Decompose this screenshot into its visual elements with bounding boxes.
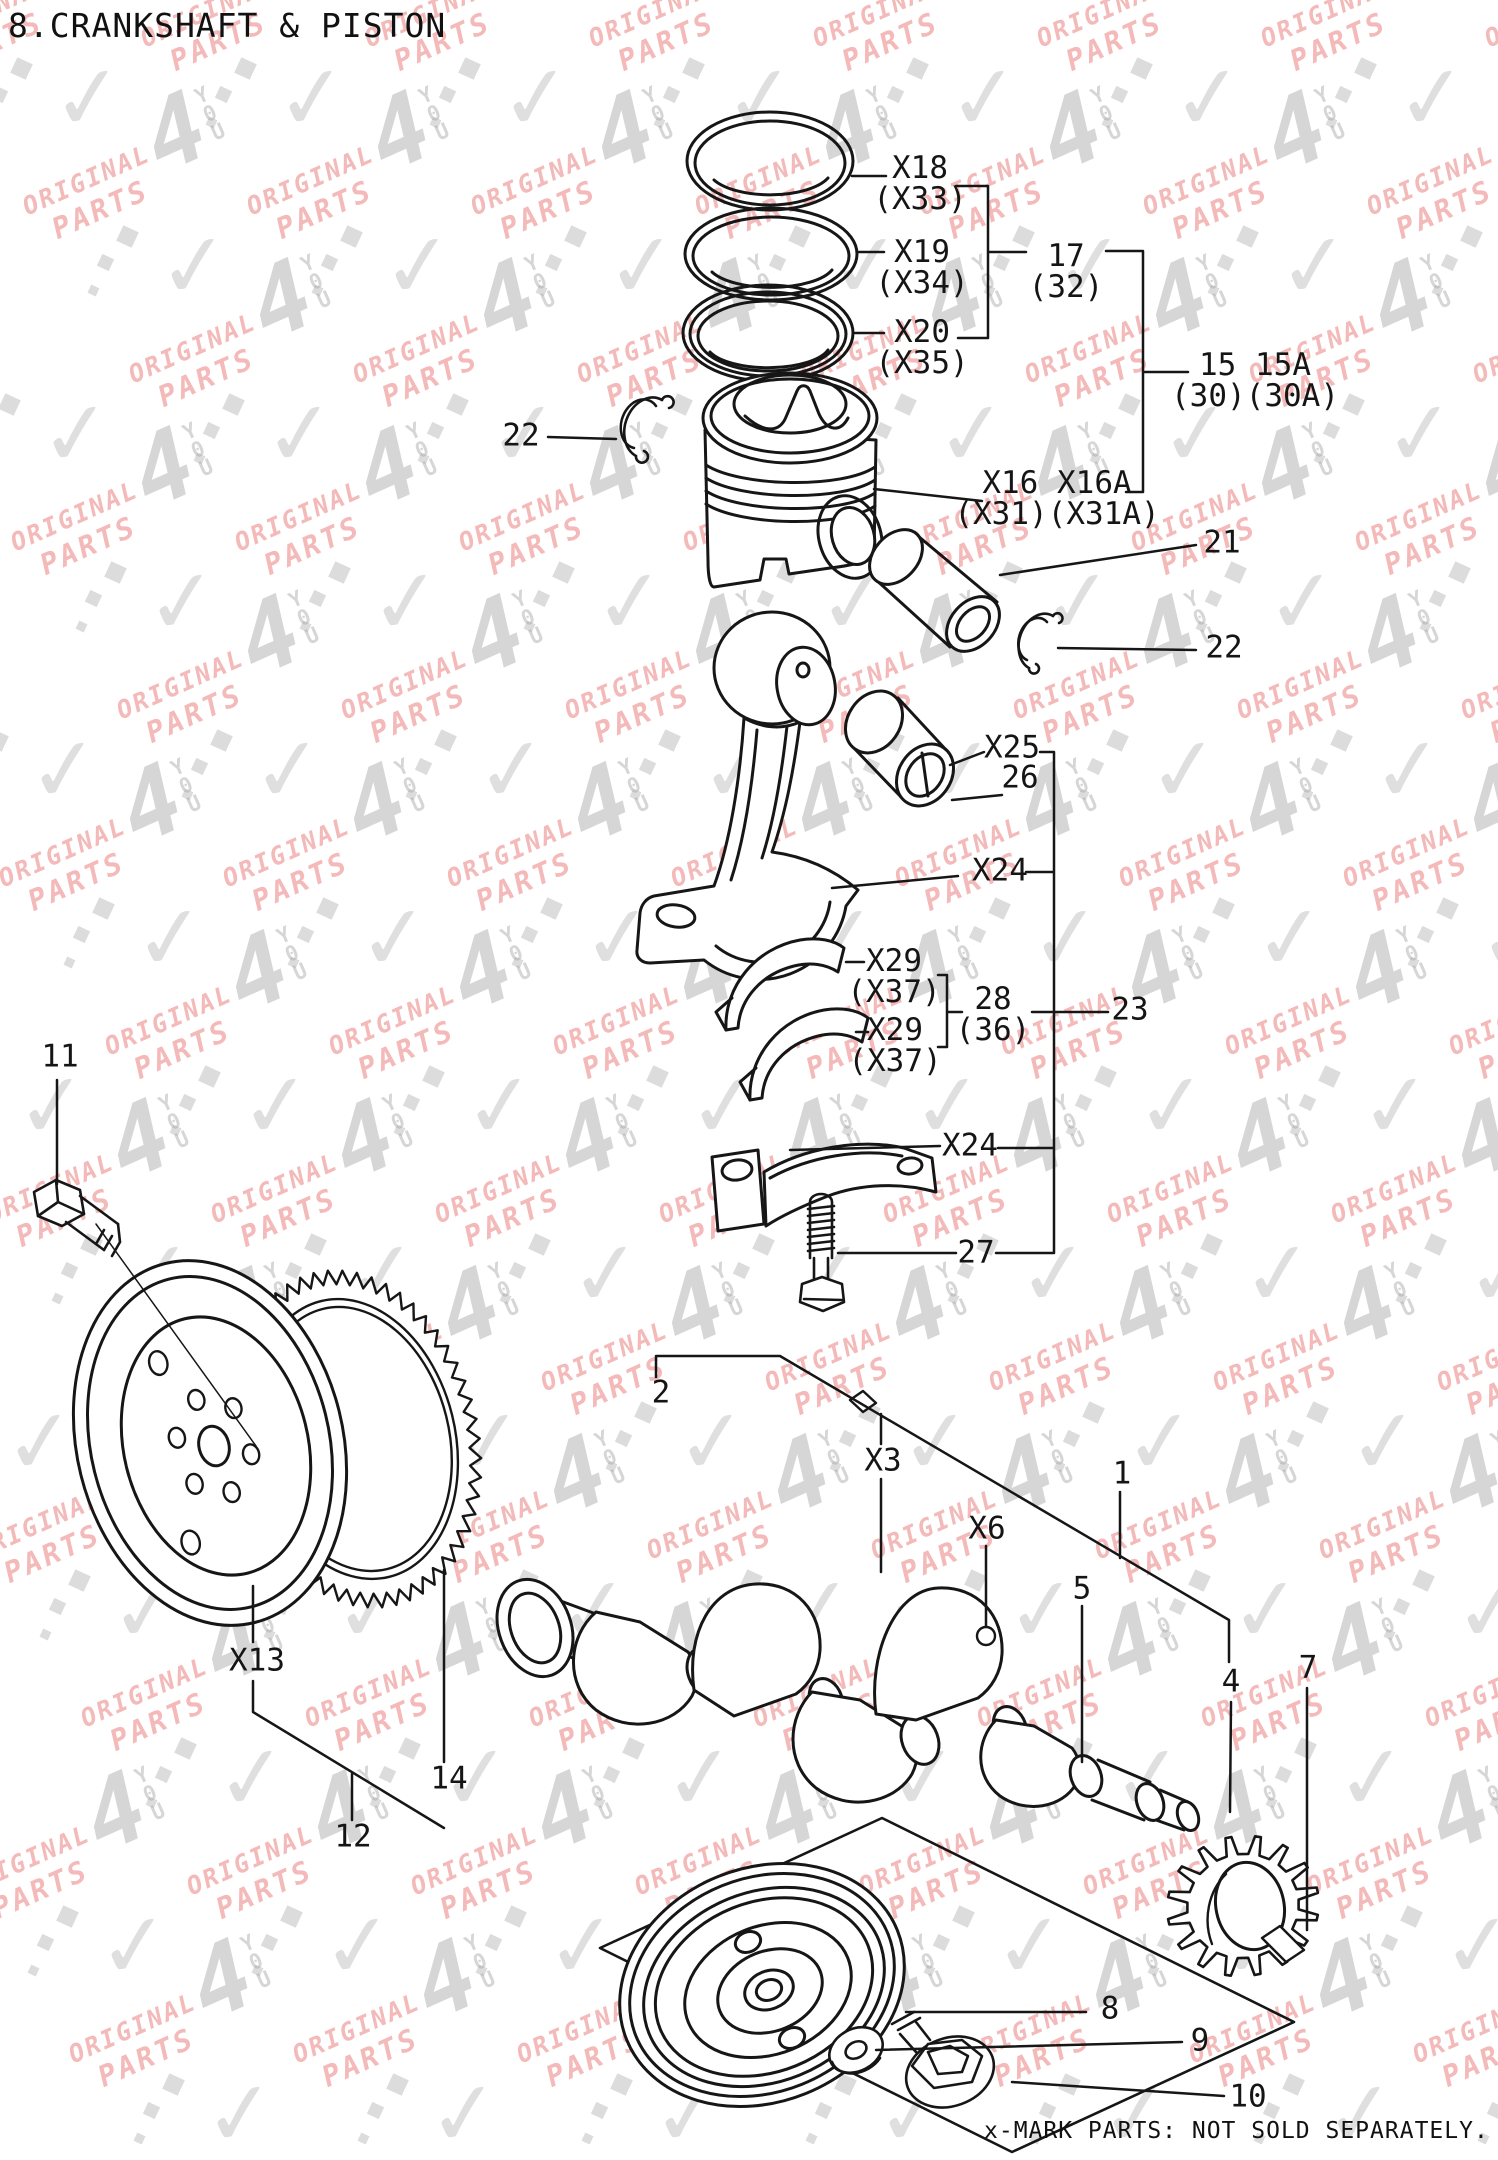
crank-gear-drawing bbox=[1166, 1835, 1320, 1977]
crankshaft-drawing bbox=[495, 1389, 1201, 1833]
part-label-21: 21 bbox=[1203, 524, 1241, 561]
panel-outline bbox=[598, 1816, 1296, 2154]
part-label-1: 1 bbox=[1112, 1455, 1132, 1492]
flywheel-drawing bbox=[71, 1259, 349, 1627]
part-label-x16: X16 X16A(X31)(X31A) bbox=[954, 465, 1160, 532]
part-label-5: 5 bbox=[1072, 1570, 1092, 1607]
part-label-x24b: X24 bbox=[942, 1127, 998, 1164]
part-label-17: 17(32) bbox=[1028, 238, 1104, 305]
piston-pin-drawing bbox=[868, 528, 1001, 653]
part-label-8: 8 bbox=[1100, 1990, 1120, 2027]
rod-bushing-drawing bbox=[844, 689, 955, 808]
snap-ring-right-drawing bbox=[1017, 611, 1064, 675]
part-label-26: 26 bbox=[1001, 759, 1039, 796]
leader-lines bbox=[55, 174, 1309, 2098]
part-label-x24a: X24 bbox=[972, 852, 1028, 889]
washer-drawing bbox=[828, 2025, 884, 2075]
flywheel-bolt-drawing bbox=[32, 1178, 257, 1447]
snap-ring-left-drawing bbox=[619, 394, 675, 464]
part-label-7: 7 bbox=[1298, 1649, 1318, 1686]
part-label-x19: X19(X34) bbox=[875, 234, 969, 301]
part-label-x3: X3 bbox=[864, 1442, 902, 1479]
part-label-2: 2 bbox=[651, 1374, 671, 1411]
part-label-x6: X6 bbox=[968, 1510, 1006, 1547]
pulley-bolt-drawing bbox=[890, 2010, 996, 2109]
rod-cap-drawing bbox=[710, 1142, 938, 1233]
part-label-x29b: X29(X37) bbox=[848, 1012, 942, 1079]
page-title: 8.CRANKSHAFT & PISTON bbox=[8, 6, 447, 45]
part-label-11: 11 bbox=[41, 1038, 79, 1075]
part-label-12: 12 bbox=[334, 1818, 372, 1855]
part-label-28: 28(36) bbox=[955, 981, 1031, 1048]
part-label-22L: 22 bbox=[502, 417, 540, 454]
footnote: x-MARK PARTS: NOT SOLD SEPARATELY. bbox=[984, 2118, 1489, 2144]
part-label-x18: X18(X33) bbox=[873, 150, 967, 217]
part-label-23: 23 bbox=[1111, 991, 1149, 1028]
part-label-x20: X20(X35) bbox=[875, 314, 969, 381]
part-label-22R: 22 bbox=[1205, 629, 1243, 666]
part-label-10: 10 bbox=[1229, 2078, 1267, 2115]
piston-drawing bbox=[701, 371, 884, 589]
part-label-x13: X13 bbox=[229, 1642, 285, 1679]
bearing-shells-drawing bbox=[714, 937, 870, 1102]
rod-bolt-drawing bbox=[798, 1192, 846, 1313]
part-label-4: 4 bbox=[1221, 1663, 1241, 1700]
connecting-rod-drawing bbox=[635, 610, 860, 981]
part-label-27: 27 bbox=[957, 1234, 995, 1271]
part-label-x29a: X29(X37) bbox=[847, 943, 941, 1010]
part-label-x25: X25 bbox=[984, 729, 1040, 766]
part-label-14: 14 bbox=[430, 1760, 468, 1797]
part-label-9: 9 bbox=[1190, 2022, 1210, 2059]
part-label-15: 15 15A(30)(30A) bbox=[1171, 347, 1339, 414]
